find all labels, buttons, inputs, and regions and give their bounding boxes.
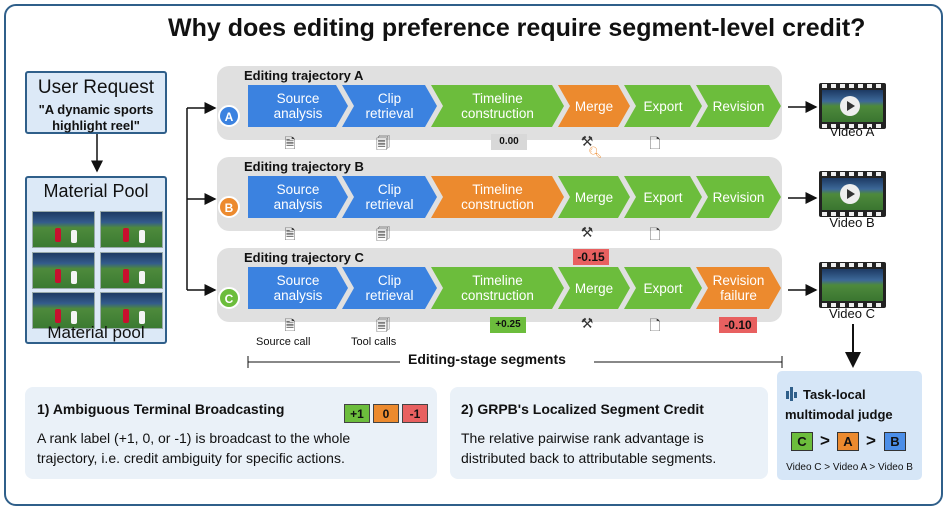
- video-b-thumbnail: [819, 171, 886, 217]
- box1-text: A rank label (+1, 0, or -1) is broadcast…: [37, 430, 351, 466]
- merge-tools-icon: ⚒: [580, 315, 594, 331]
- judge-title: Task-local multimodal judge: [785, 387, 893, 422]
- source-call-icon: 🗎: [284, 226, 296, 242]
- box2-text: The relative pairwise rank advantage is …: [461, 430, 717, 466]
- rank-first: C: [791, 432, 813, 451]
- material-thumbnail: [100, 252, 163, 289]
- score-a: 0.00: [491, 134, 527, 150]
- tool-calls-icon: 🗐: [376, 135, 390, 151]
- figure-title: Why does editing preference require segm…: [168, 14, 866, 42]
- source-call-icon: 🗎: [284, 135, 296, 151]
- trajectory-badge-b: B: [218, 196, 240, 218]
- localized-credit-box: 2) GRPB's Localized Segment Credit The r…: [450, 387, 768, 479]
- rank-third: B: [884, 432, 906, 451]
- rank-second: A: [837, 432, 859, 451]
- greater-than: >: [820, 431, 830, 450]
- video-c-label: Video C: [828, 306, 875, 321]
- user-request-text: "A dynamic sports highlight reel": [38, 102, 154, 133]
- score-c-positive: +0.25: [490, 317, 526, 333]
- merge-tools-icon: ⚒: [580, 224, 594, 240]
- material-pool-box: Material Pool Material pool: [25, 176, 167, 344]
- user-request-box: User Request "A dynamic sports highlight…: [25, 71, 167, 134]
- trajectory-title-a: Editing trajectory A: [244, 68, 364, 83]
- source-call-label: Source call: [256, 336, 311, 348]
- stage-export-c: Export: [624, 267, 702, 309]
- rank-chip-minus1: -1: [402, 404, 428, 423]
- trajectory-badge-c: C: [218, 287, 240, 309]
- multimodal-judge-box: Task-local multimodal judge C > A > B Vi…: [777, 371, 922, 480]
- stage-export-a: Export: [624, 85, 702, 127]
- tool-calls-icon: 🗐: [376, 226, 390, 242]
- box1-title: 1) Ambiguous Terminal Broadcasting: [37, 401, 285, 417]
- stage-merge-b: Merge: [558, 176, 630, 218]
- material-thumbnail: [32, 252, 95, 289]
- material-thumbnail: [100, 211, 163, 248]
- trajectory-title-c: Editing trajectory C: [244, 250, 364, 265]
- score-b: -0.15: [573, 249, 609, 265]
- figure-frame: [4, 4, 943, 506]
- export-file-icon: 🗋: [649, 226, 661, 242]
- editing-stage-segments-label: Editing-stage segments: [408, 351, 566, 367]
- export-file-icon: 🗋: [649, 317, 661, 333]
- material-thumbnail: [100, 292, 163, 329]
- video-c-thumbnail: [819, 262, 886, 308]
- box2-title: 2) GRPB's Localized Segment Credit: [461, 401, 704, 417]
- trajectory-badge-a: A: [218, 105, 240, 127]
- video-b-label: Video B: [829, 215, 875, 230]
- play-icon: [840, 96, 860, 116]
- stage-merge-c: Merge: [558, 267, 630, 309]
- video-a-label: Video A: [829, 124, 875, 139]
- material-thumbnail: [32, 292, 95, 329]
- user-request-title: User Request: [37, 77, 155, 98]
- material-pool-footer: Material pool: [47, 323, 145, 342]
- audio-bars-icon: [786, 387, 798, 401]
- score-c-negative: -0.10: [719, 317, 757, 333]
- merge-tools-icon: ⚒: [580, 133, 594, 149]
- stage-export-b: Export: [624, 176, 702, 218]
- trajectory-title-b: Editing trajectory B: [244, 159, 364, 174]
- material-thumbnail: [32, 211, 95, 248]
- tool-calls-label: Tool calls: [351, 336, 397, 348]
- stage-merge-a: Merge: [558, 85, 630, 127]
- magnifier-icon: 🔍︎: [588, 147, 602, 159]
- source-call-icon: 🗎: [284, 317, 296, 333]
- rank-chip-zero: 0: [373, 404, 399, 423]
- play-icon: [840, 184, 860, 204]
- rank-chip-plus1: +1: [344, 404, 370, 423]
- greater-than: >: [866, 431, 876, 450]
- export-file-icon: 🗋: [649, 135, 661, 151]
- tool-calls-icon: 🗐: [376, 317, 390, 333]
- ambiguous-broadcasting-box: 1) Ambiguous Terminal Broadcasting A ran…: [25, 387, 437, 479]
- stage-revision-a: Revision: [696, 85, 781, 127]
- material-pool-title: Material Pool: [43, 181, 149, 201]
- video-a-thumbnail: [819, 83, 886, 129]
- judge-footer: Video C > Video A > Video B: [786, 462, 913, 473]
- stage-revision-b: Revision: [696, 176, 781, 218]
